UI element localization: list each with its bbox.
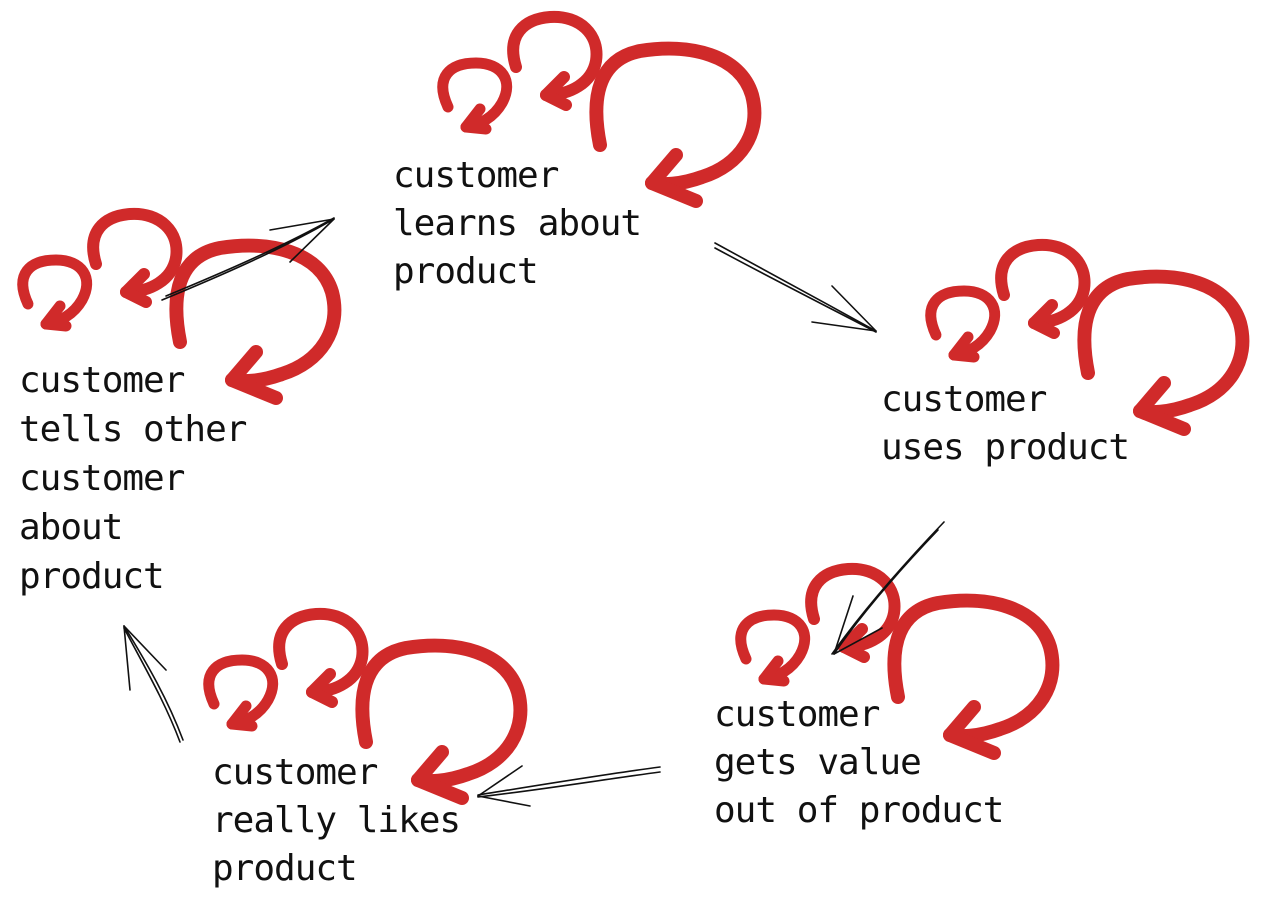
arrow-stroke [165, 217, 335, 297]
flow-arrow-likes-tells [123, 625, 184, 743]
node-labels-layer: customer learns about product customer uses … [19, 155, 1130, 889]
loop-stroke [838, 623, 870, 663]
node-label-line: customer [714, 694, 880, 735]
loop-stroke [40, 300, 72, 332]
loop-stroke [17, 254, 93, 330]
node-label-line: uses product [881, 427, 1129, 468]
arrow-stroke [477, 765, 523, 797]
flow-arrow-uses-value [831, 521, 945, 655]
arrow-stroke [714, 242, 875, 331]
node-label-line: about [19, 507, 122, 548]
node-label-line: tells other [19, 409, 247, 450]
flow-arrow-value-likes [477, 765, 661, 807]
node-label-uses: customer uses product [881, 379, 1129, 468]
loop-stroke [225, 345, 283, 405]
loop-stroke [589, 41, 762, 192]
arrow-stroke [811, 321, 877, 332]
arrow-stroke [833, 595, 854, 655]
loop-icon-cluster-likes [203, 607, 528, 805]
arrow-stroke [123, 625, 184, 741]
loop-stroke [306, 668, 338, 708]
node-label-line: customer [19, 458, 185, 499]
arrow-stroke [833, 529, 939, 655]
flow-arrow-tells-learns [161, 217, 335, 301]
node-label-line: really likes [212, 800, 460, 841]
loop-stroke [540, 71, 572, 111]
loop-stroke [943, 700, 1001, 760]
node-label-line: product [19, 556, 164, 597]
node-label-line: customer [881, 379, 1047, 420]
flow-arrow-learns-uses [714, 242, 877, 333]
node-label-line: customer [19, 360, 185, 401]
node-label-line: out of product [714, 790, 1003, 831]
loop-stroke [1028, 299, 1060, 339]
node-label-line: learns about [393, 203, 641, 244]
loop-icon-cluster-learns [437, 10, 762, 208]
loop-stroke [995, 238, 1091, 329]
node-label-line: customer [393, 155, 559, 196]
node-label-line: product [212, 848, 357, 889]
loop-stroke [805, 562, 901, 653]
loop-icon-cluster-tells [17, 207, 342, 405]
loop-stroke [226, 700, 258, 732]
node-label-value: customer gets value out of product [714, 694, 1003, 831]
arrow-stroke [269, 218, 335, 231]
loop-stroke [169, 238, 342, 389]
arrow-stroke [714, 247, 877, 333]
loop-stroke [437, 57, 513, 133]
node-label-line: gets value [714, 742, 921, 783]
arrow-stroke [477, 795, 531, 807]
arrow-stroke [833, 627, 883, 655]
loop-stroke [411, 745, 469, 805]
arrow-stroke [477, 771, 661, 798]
node-label-tells: customer tells other customer about product [19, 360, 247, 597]
node-label-likes: customer really likes product [212, 752, 460, 889]
loop-stroke [273, 607, 369, 698]
loop-icons-layer [17, 10, 1250, 805]
loop-stroke [735, 609, 811, 685]
loop-stroke [645, 148, 703, 208]
loop-stroke [203, 654, 279, 730]
loop-icon-cluster-uses [925, 238, 1250, 436]
arrow-stroke [289, 218, 335, 263]
node-label-line: customer [212, 752, 378, 793]
loop-stroke [1077, 269, 1250, 420]
flow-arrows-layer [123, 217, 945, 807]
node-label-learns: customer learns about product [393, 155, 641, 292]
loop-stroke [87, 207, 183, 298]
arrow-stroke [123, 625, 167, 671]
loop-stroke [120, 268, 152, 308]
loop-stroke [758, 655, 790, 687]
loop-stroke [925, 285, 1001, 361]
arrow-stroke [123, 627, 181, 743]
arrow-stroke [831, 285, 877, 332]
arrow-stroke [477, 766, 661, 796]
arrow-stroke [161, 219, 333, 301]
loop-stroke [887, 593, 1060, 744]
loop-stroke [507, 10, 603, 101]
loop-stroke [460, 103, 492, 135]
loop-stroke [1133, 376, 1191, 436]
loop-stroke [355, 638, 528, 789]
loop-icon-cluster-value [735, 562, 1060, 760]
node-label-line: product [393, 251, 538, 292]
loop-stroke [948, 331, 980, 363]
arrow-stroke [831, 521, 945, 655]
arrow-stroke [123, 625, 131, 691]
